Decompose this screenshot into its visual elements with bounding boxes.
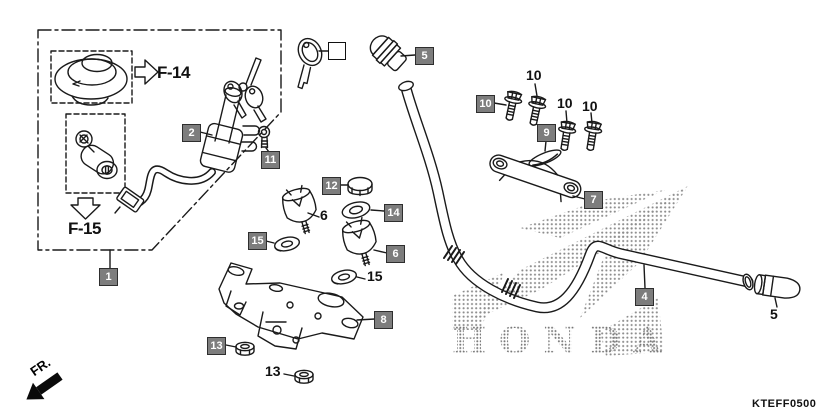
ignition-switch-assembly	[114, 57, 267, 214]
callout-10-a: 10	[526, 67, 542, 83]
callout-15: 15	[367, 268, 383, 284]
key-set-boundary-box	[37, 29, 282, 251]
diagram-code: KTEFF0500	[752, 398, 817, 410]
callout-box-8: 8	[374, 311, 393, 329]
callout-box-6: 6	[386, 245, 405, 263]
callout-box-9: 9	[537, 124, 556, 142]
handle-pipe	[398, 80, 754, 314]
washer-15-right	[329, 267, 359, 287]
callout-13: 13	[265, 363, 281, 379]
fuel-filler-cap	[50, 50, 133, 106]
nut-13-right	[294, 369, 314, 384]
honda-watermark-text: HONDA	[452, 320, 674, 362]
callout-box-13: 13	[207, 337, 226, 355]
nut-13-left	[235, 341, 255, 356]
front-arrow-icon	[26, 372, 63, 400]
callout-10-b: 10	[557, 95, 573, 111]
callout-box-14: 14	[384, 204, 403, 222]
callout-5: 5	[770, 306, 778, 322]
grip-end-left	[369, 35, 407, 72]
callout-box-2: 2	[182, 124, 201, 142]
callout-10-c: 10	[582, 98, 598, 114]
ref-f14-label: F-14	[157, 63, 190, 82]
washer-14	[341, 201, 371, 219]
key	[297, 37, 323, 90]
callout-6: 6	[320, 207, 328, 223]
seat-lock-cylinder	[65, 113, 126, 194]
callout-box-5: 5	[415, 47, 434, 65]
callout-box-15: 15	[248, 232, 267, 250]
cap-12	[347, 176, 373, 197]
f15-arrow-icon	[70, 197, 101, 220]
handle-upper-holder	[489, 154, 582, 203]
callout-box-1: 1	[99, 268, 118, 286]
grip-end-right	[753, 274, 801, 299]
callout-box-10: 10	[476, 95, 495, 113]
handle-clamp-right	[338, 214, 384, 271]
f14-arrow-icon	[134, 59, 159, 85]
handle-bracket-8	[218, 262, 364, 350]
screw-part-11	[257, 125, 271, 149]
handle-clamp-left	[278, 182, 324, 239]
key-callout-box	[328, 42, 346, 60]
callout-box-11: 11	[261, 151, 280, 169]
callout-box-4: 4	[635, 288, 654, 306]
callout-box-7: 7	[584, 191, 603, 209]
setting-plate-9	[528, 149, 562, 167]
callout-box-12: 12	[322, 177, 341, 195]
ref-f15-label: F-15	[68, 219, 101, 238]
washer-15-left	[272, 234, 302, 254]
